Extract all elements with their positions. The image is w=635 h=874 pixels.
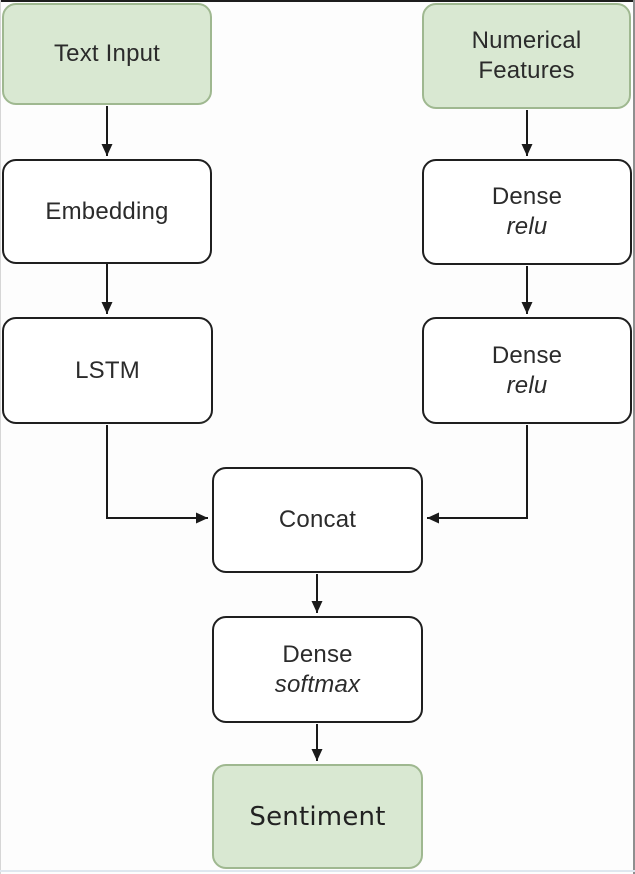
node-concat: Concat — [212, 467, 423, 573]
node-label: Sentiment — [249, 801, 386, 832]
node-numerical-features: Numerical Features — [422, 3, 631, 109]
node-activation: softmax — [274, 670, 361, 698]
node-embedding: Embedding — [2, 159, 212, 264]
node-label-line2: Features — [478, 57, 575, 84]
frame-right-edge — [633, 0, 635, 874]
node-label: Dense — [491, 183, 563, 210]
node-label: Dense — [491, 341, 563, 369]
node-dense-relu-2: Dense relu — [422, 317, 632, 424]
node-label-line1: Numerical — [471, 27, 582, 54]
node-label: Embedding — [45, 197, 169, 225]
node-lstm: LSTM — [2, 317, 213, 424]
arrow-lstm-to-concat — [106, 425, 208, 524]
node-activation: relu — [506, 213, 548, 240]
node-label: Dense — [282, 640, 353, 668]
frame-left-edge — [0, 0, 1, 874]
node-dense-relu-1: Dense relu — [422, 159, 632, 265]
node-activation: relu — [506, 371, 548, 399]
node-label: LSTM — [75, 356, 140, 384]
node-dense-softmax: Dense softmax — [212, 616, 423, 723]
frame-bottom-edge — [0, 870, 635, 872]
frame-top-edge — [0, 0, 635, 2]
node-label: Concat — [278, 506, 357, 533]
node-label: Text Input — [53, 40, 161, 67]
node-text-input: Text Input — [2, 3, 212, 105]
arrow-dense-relu-2-to-concat — [427, 425, 528, 524]
node-sentiment: Sentiment — [212, 764, 423, 869]
